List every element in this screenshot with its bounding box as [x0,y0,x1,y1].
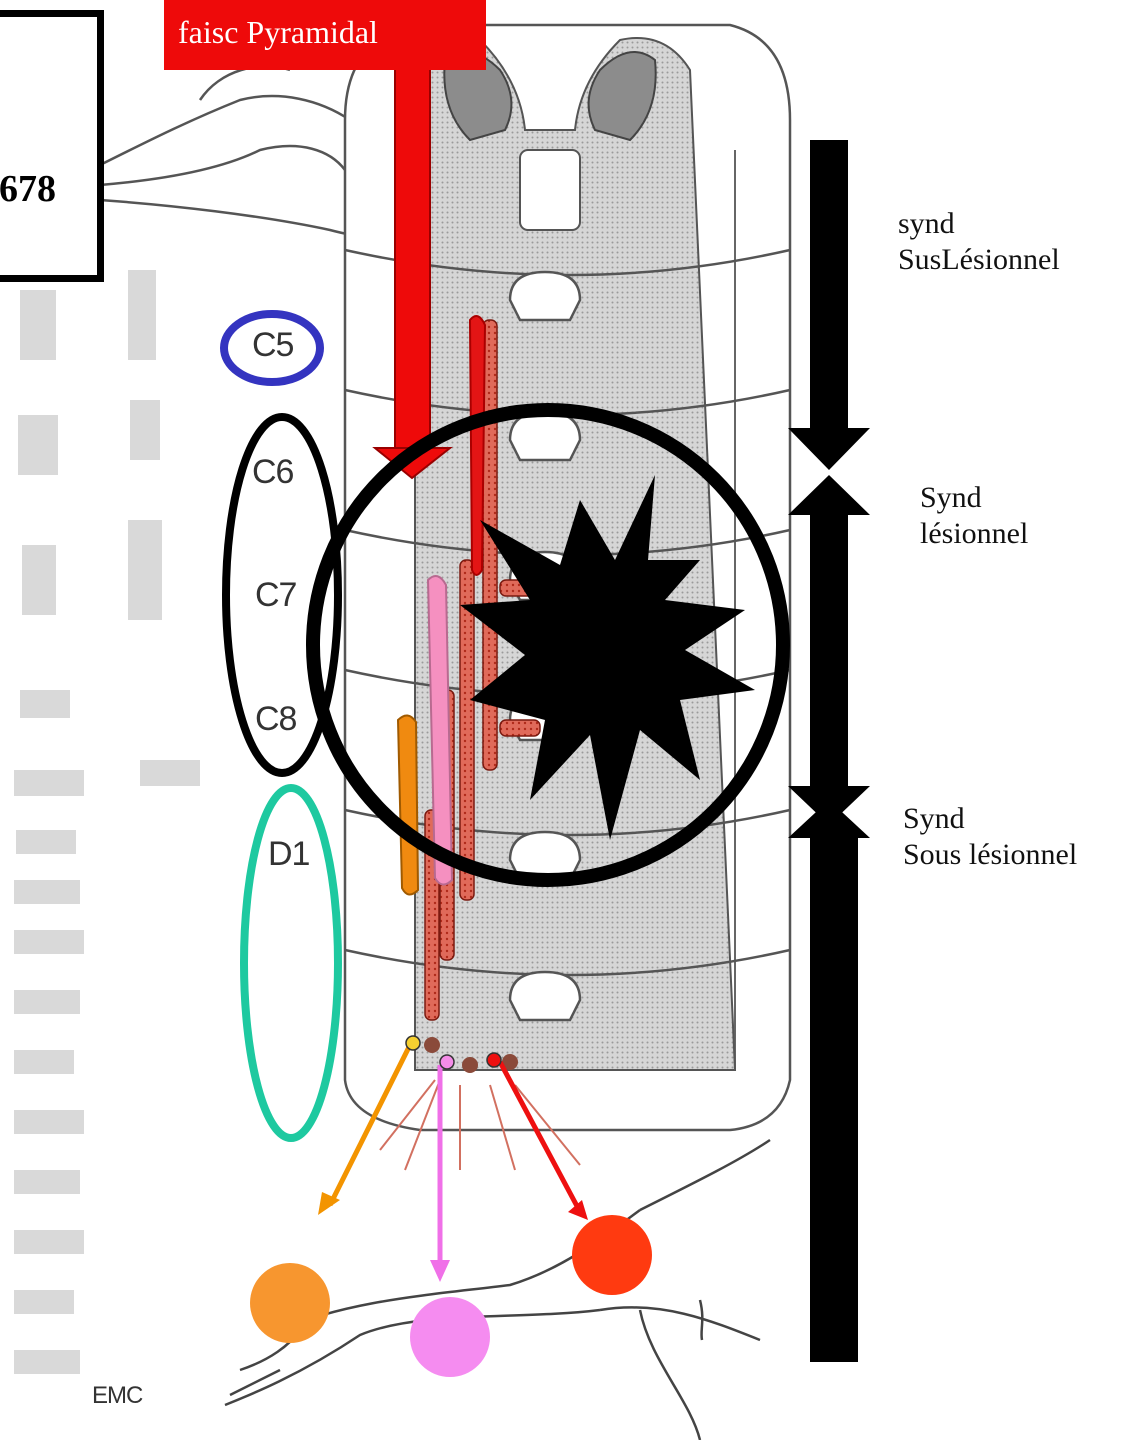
sub-lesional-line2: Sous lésionnel [903,837,1077,873]
sub-lesional-line1: Synd [903,801,1077,837]
target-orange-dot [250,1263,330,1343]
lesional-arrow [788,475,870,825]
target-pink-dot [410,1297,490,1377]
segment-label-c8: C8 [255,700,296,739]
supra-lesional-label: synd SusLésionnel [898,206,1060,278]
supra-lesional-line2: SusLésionnel [898,242,1060,278]
supra-lesional-arrow [788,140,870,470]
lesional-label: Synd lésionnel [920,480,1028,552]
segment-label-c5: C5 [252,326,293,365]
segment-label-c7: C7 [255,576,296,615]
lesional-line1: Synd [920,480,1028,516]
code-box: 678 [0,10,104,282]
red-tract [470,316,485,575]
orange-tract [398,715,418,894]
code-fragment: 678 [0,167,56,211]
segment-label-d1: D1 [268,835,309,874]
segment-label-c6: C6 [252,453,293,492]
pyramidal-tract-label: faisc Pyramidal [178,14,378,51]
source-mark: EMC [92,1382,142,1410]
sub-lesional-arrow [788,800,870,1362]
scan-background-marks [14,270,200,1374]
sub-lesional-label: Synd Sous lésionnel [903,801,1077,873]
supra-lesional-line1: synd [898,206,1060,242]
lesional-line2: lésionnel [920,516,1028,552]
target-red-dot [572,1215,652,1295]
